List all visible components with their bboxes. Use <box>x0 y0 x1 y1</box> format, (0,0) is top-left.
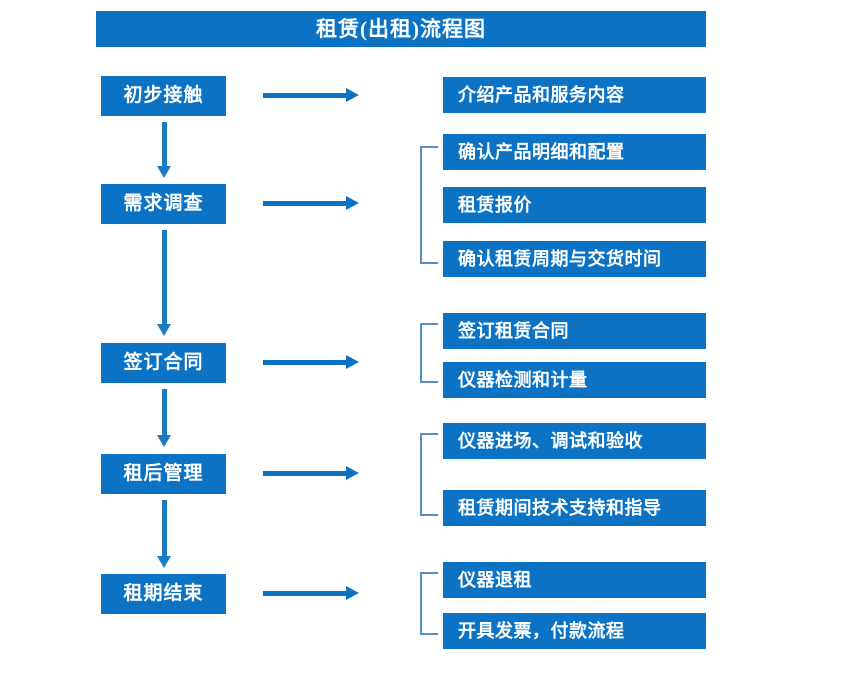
bracket-endrental-icon <box>420 572 438 635</box>
arrow-shaft <box>162 389 167 435</box>
arrow-head <box>346 355 359 369</box>
bracket-contract-icon <box>420 323 438 383</box>
arrow-shaft <box>162 500 167 556</box>
detail-box-instrument-testing[interactable]: 仪器检测和计量 <box>443 362 706 398</box>
arrow-shaft <box>263 591 347 596</box>
detail-box-invoice-payment[interactable]: 开具发票，付款流程 <box>443 613 706 649</box>
arrow-shaft <box>162 230 167 324</box>
arrow-shaft <box>263 201 347 206</box>
arrow-head <box>346 586 359 600</box>
detail-box-confirm-spec[interactable]: 确认产品明细和配置 <box>443 134 706 170</box>
stage-box-sign-contract[interactable]: 签订合同 <box>101 343 226 383</box>
flow-arrow-4-icon <box>157 500 172 568</box>
stage-box-initial-contact[interactable]: 初步接触 <box>101 76 226 116</box>
detail-box-sign-rental-contract[interactable]: 签订租赁合同 <box>443 313 706 349</box>
arrow-shaft <box>263 360 347 365</box>
detail-box-confirm-period[interactable]: 确认租赁周期与交货时间 <box>443 241 706 277</box>
arrow-to-contract-icon <box>263 355 359 369</box>
arrow-to-endrental-icon <box>263 586 359 600</box>
bracket-postrental-icon <box>420 433 438 516</box>
arrow-shaft <box>263 471 347 476</box>
stage-box-post-rental[interactable]: 租后管理 <box>101 454 226 494</box>
arrow-to-requirements-icon <box>263 196 359 210</box>
arrow-shaft <box>162 122 167 166</box>
arrow-to-intro-icon <box>263 88 359 102</box>
arrow-head <box>346 196 359 210</box>
arrow-head <box>157 435 171 447</box>
arrow-head <box>346 88 359 102</box>
arrow-head <box>157 556 171 568</box>
detail-box-tech-support[interactable]: 租赁期间技术支持和指导 <box>443 490 706 526</box>
flow-arrow-1-icon <box>157 122 172 178</box>
arrow-head <box>157 166 171 178</box>
stage-box-end-of-rental[interactable]: 租期结束 <box>101 574 226 614</box>
stage-box-requirements[interactable]: 需求调查 <box>101 184 226 224</box>
arrow-head <box>346 466 359 480</box>
detail-box-instrument-install[interactable]: 仪器进场、调试和验收 <box>443 423 706 459</box>
flow-arrow-3-icon <box>157 389 172 447</box>
arrow-head <box>157 324 171 336</box>
arrow-shaft <box>263 93 347 98</box>
detail-box-intro-products[interactable]: 介绍产品和服务内容 <box>443 77 706 113</box>
page-title: 租赁(出租)流程图 <box>96 11 706 47</box>
detail-box-rental-quote[interactable]: 租赁报价 <box>443 187 706 223</box>
bracket-requirements-icon <box>420 146 438 264</box>
flow-arrow-2-icon <box>157 230 172 336</box>
detail-box-instrument-return[interactable]: 仪器退租 <box>443 562 706 598</box>
arrow-to-postrental-icon <box>263 466 359 480</box>
